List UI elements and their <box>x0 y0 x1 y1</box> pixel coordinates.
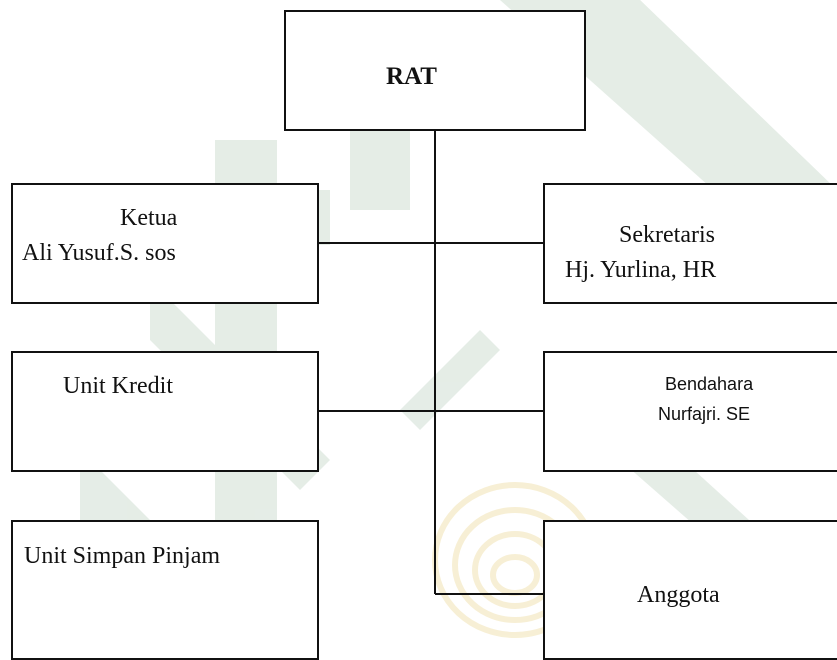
sekretaris-box: Sekretaris Hj. Yurlina, HR <box>543 183 837 304</box>
ketua-name: Ali Yusuf.S. sos <box>22 240 176 266</box>
rat-label: RAT <box>386 63 437 90</box>
anggota-title: Anggota <box>637 582 720 608</box>
rat-box: RAT <box>284 10 586 131</box>
unit-kredit-title: Unit Kredit <box>63 373 173 399</box>
bendahara-name: Nurfajri. SE <box>658 404 751 424</box>
bendahara-box: Bendahara Nurfajri. SE <box>543 351 837 472</box>
unit-kredit-box: Unit Kredit <box>11 351 319 472</box>
sekretaris-name: Hj. Yurlina, HR <box>565 257 717 283</box>
unit-simpan-pinjam-title: Unit Simpan Pinjam <box>24 543 221 569</box>
sekretaris-title: Sekretaris <box>619 222 715 248</box>
unit-simpan-pinjam-box: Unit Simpan Pinjam <box>11 520 319 660</box>
ketua-title: Ketua <box>120 205 178 231</box>
anggota-box: Anggota <box>543 520 837 660</box>
ketua-box: Ketua Ali Yusuf.S. sos <box>11 183 319 304</box>
bendahara-title: Bendahara <box>665 374 754 394</box>
